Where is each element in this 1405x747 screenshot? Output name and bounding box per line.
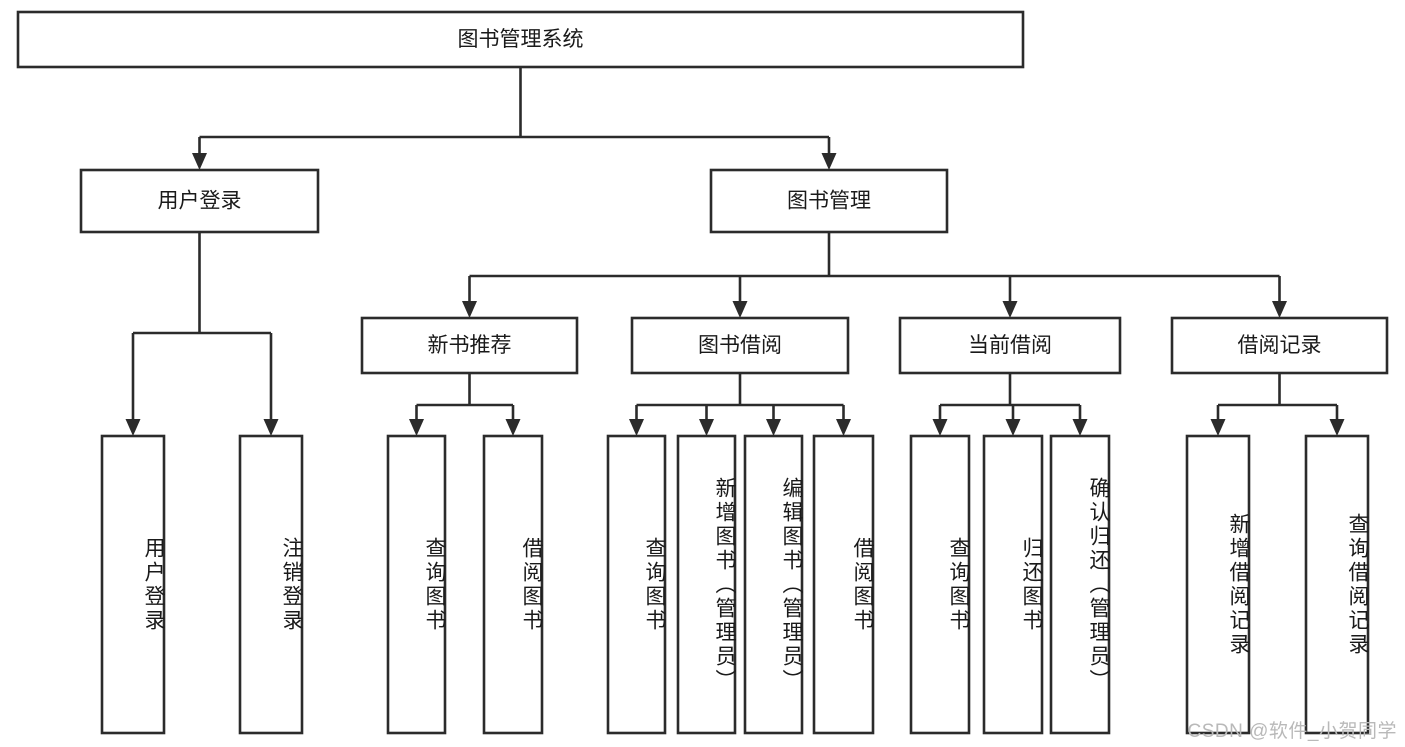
arrow-to-leaf-0-0 — [125, 419, 141, 436]
node-level3-1-label: 图书借阅 — [698, 334, 782, 357]
arrow-to-level2-0 — [192, 153, 207, 170]
node-leaf-12[interactable] — [1304, 434, 1370, 735]
node-leaf-9[interactable] — [982, 434, 1044, 735]
node-level3-0[interactable] — [360, 316, 579, 375]
arrow-to-leaf-2-2 — [766, 419, 781, 436]
node-level3-3[interactable] — [1170, 316, 1389, 375]
arrow-to-leaf-0-1 — [263, 419, 279, 436]
node-leaf-4[interactable] — [606, 434, 667, 735]
arrow-to-leaf-4-0 — [1210, 419, 1226, 436]
node-level3-3-label: 借阅记录 — [1238, 334, 1322, 357]
arrow-to-level3-3 — [1272, 301, 1287, 318]
arrow-to-leaf-3-2 — [1072, 419, 1088, 436]
arrow-to-level2-1 — [821, 153, 837, 170]
node-leaf-3[interactable] — [482, 434, 544, 735]
node-level3-0-label: 新书推荐 — [428, 334, 512, 357]
node-leaf-8[interactable] — [911, 436, 969, 733]
arrow-to-leaf-2-1 — [699, 419, 714, 436]
arrow-to-level3-2 — [1002, 301, 1018, 318]
arrow-to-leaf-2-3 — [836, 419, 851, 436]
node-boxes — [16, 10, 1389, 735]
node-leaf-2[interactable] — [388, 436, 445, 733]
node-level3-2[interactable] — [898, 316, 1122, 375]
node-leaf-10[interactable] — [1049, 434, 1111, 735]
node-leaf-5[interactable] — [678, 436, 735, 733]
node-leaf-10[interactable] — [1051, 436, 1109, 733]
connector-lines — [125, 67, 1345, 436]
node-leaf-2[interactable] — [386, 434, 447, 735]
node-leaf-5[interactable] — [676, 434, 737, 735]
node-level3-1[interactable] — [630, 316, 850, 375]
node-leaf-1[interactable] — [238, 434, 304, 735]
arrow-to-level3-1 — [732, 301, 748, 318]
node-leaf-11[interactable] — [1187, 436, 1249, 733]
node-leaf-9[interactable] — [984, 436, 1042, 733]
node-leaf-4[interactable] — [608, 436, 665, 733]
node-leaf-0[interactable] — [102, 436, 164, 733]
node-leaf-1[interactable] — [240, 436, 302, 733]
node-level2-0[interactable] — [79, 168, 320, 234]
node-root-label: 图书管理系统 — [458, 28, 584, 51]
node-level2-0-label: 用户登录 — [158, 190, 242, 213]
node-level3-2-label: 当前借阅 — [968, 334, 1052, 357]
watermark-text: CSDN @软件_小贺同学 — [1187, 721, 1397, 742]
arrow-to-leaf-3-0 — [932, 419, 948, 436]
node-leaf-6[interactable] — [743, 434, 804, 735]
arrow-to-leaf-3-1 — [1005, 419, 1021, 436]
node-leaf-0[interactable] — [100, 434, 166, 735]
node-leaf-11[interactable] — [1185, 434, 1251, 735]
node-leaf-7[interactable] — [812, 434, 875, 735]
node-leaf-8[interactable] — [909, 434, 971, 735]
node-leaf-12[interactable] — [1306, 436, 1368, 733]
node-leaf-3[interactable] — [484, 436, 542, 733]
arrow-to-level3-0 — [462, 301, 477, 318]
arrow-to-leaf-2-0 — [629, 419, 644, 436]
node-leaf-7[interactable] — [814, 436, 873, 733]
arrow-to-leaf-4-1 — [1329, 419, 1345, 436]
arrow-to-leaf-1-1 — [505, 419, 521, 436]
arrow-to-leaf-1-0 — [409, 419, 424, 436]
node-level2-1-label: 图书管理 — [787, 190, 871, 213]
node-leaf-6[interactable] — [745, 436, 802, 733]
node-root[interactable] — [16, 10, 1025, 69]
node-level2-1[interactable] — [709, 168, 949, 234]
